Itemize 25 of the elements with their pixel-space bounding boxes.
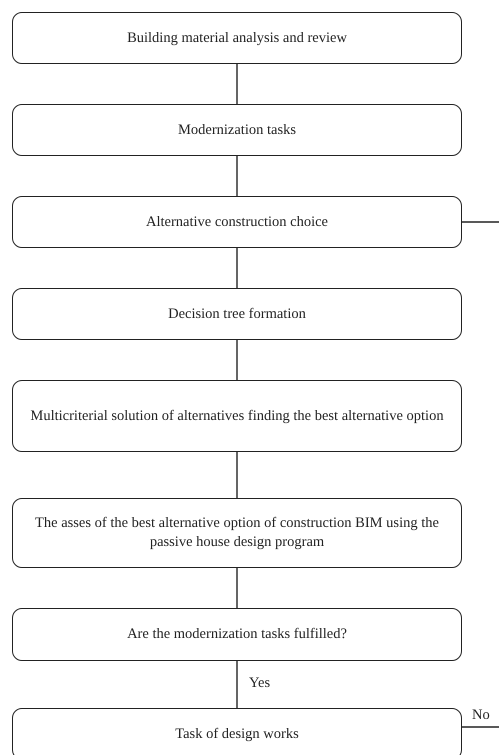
connector-line [236,248,238,288]
box-label: Multicriterial solution of alternatives finding the best alternative option [30,406,444,426]
process-box [12,12,462,64]
process-box [12,498,462,568]
process-box [12,608,462,661]
process-box [12,104,462,156]
box-label: Decision tree formation [168,304,306,324]
process-box [12,380,462,452]
connector-line [236,661,238,708]
connector-line [236,156,238,196]
process-box [12,288,462,340]
box-label: Modernization tasks [178,120,296,140]
connector-line [462,726,499,728]
connector-line [236,64,238,104]
connector-line [236,340,238,380]
box-label: Are the modernization tasks fulfilled? [127,625,347,644]
box-label: Alternative construction choice [146,212,328,232]
box-label: The asses of the best alternative option of construction BIM using the passive house design program [34,514,440,552]
connector-line [236,452,238,498]
box-label: Task of design works [175,724,299,744]
box-label: Building material analysis and review [127,28,347,48]
connector-line [236,568,238,608]
connector-line [462,221,499,223]
process-box [12,196,462,248]
process-box [12,708,462,755]
